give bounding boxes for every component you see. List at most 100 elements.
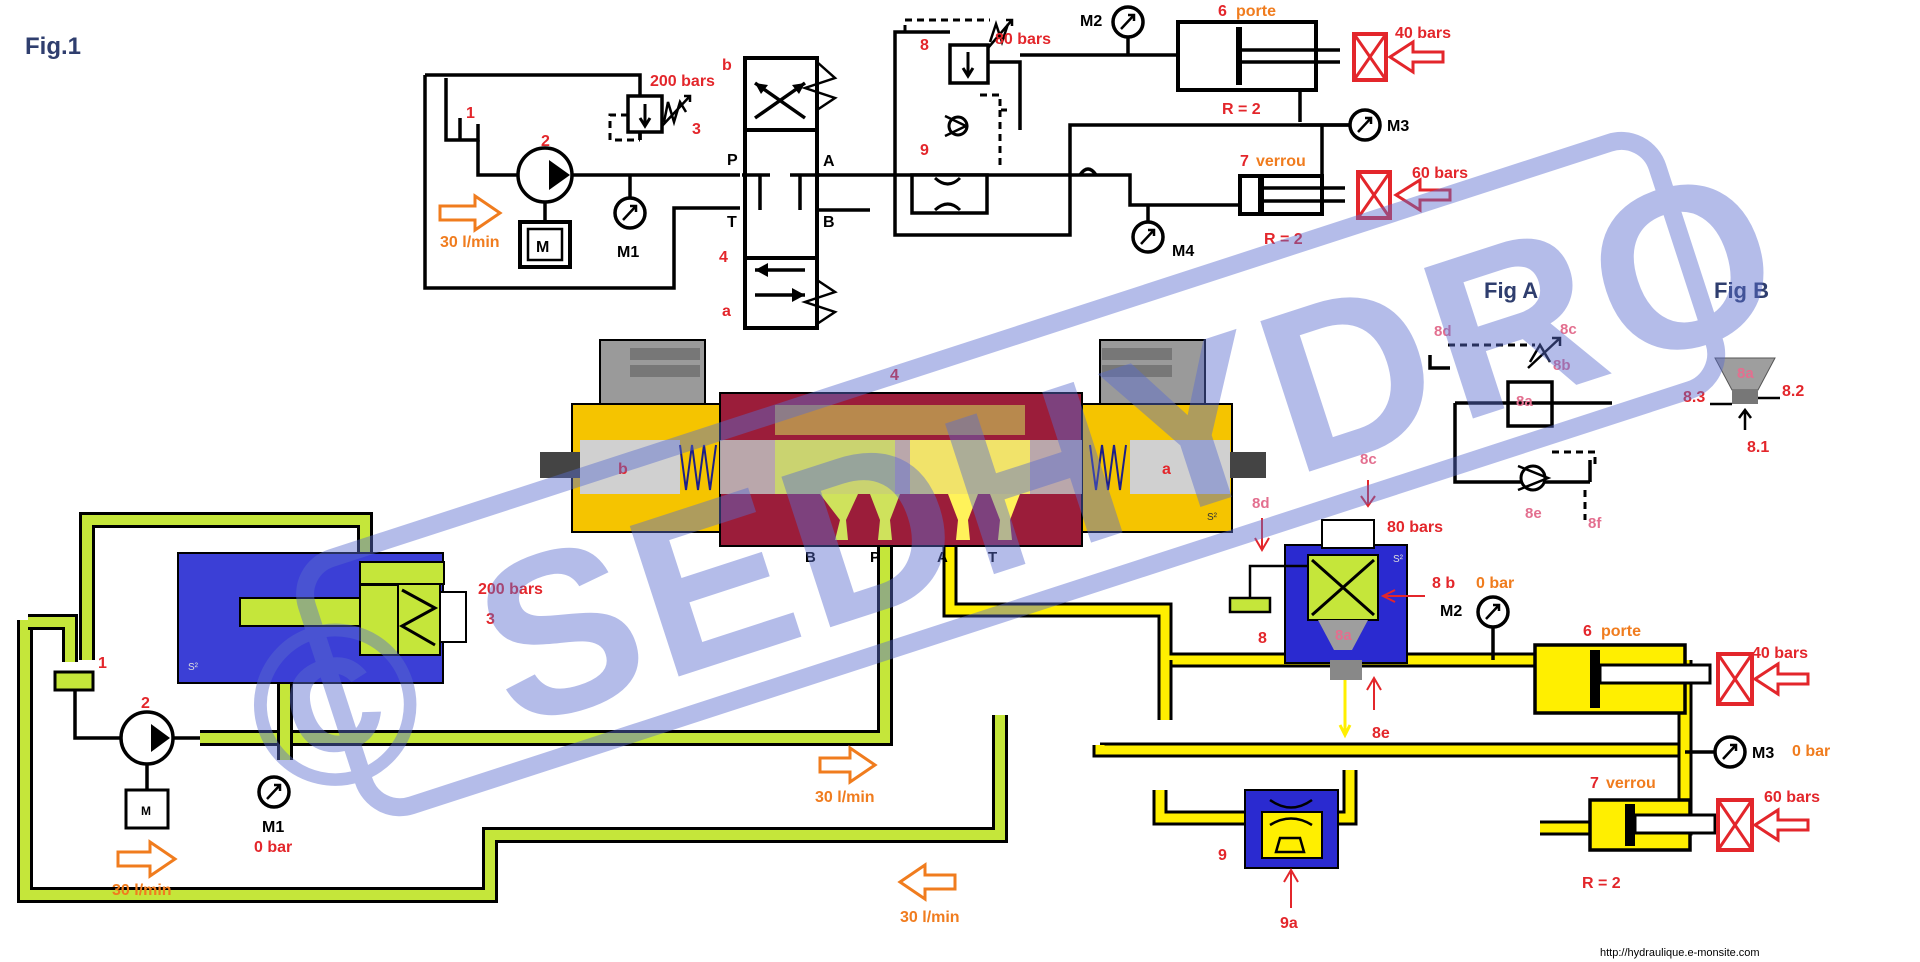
fig-b-8-3: 8.3 (1683, 389, 1705, 406)
relief-num-label: 3 (692, 121, 701, 138)
cut-gauge-m2-label: M2 (1440, 603, 1462, 620)
cut-cyl7-ratio: R = 2 (1582, 875, 1621, 892)
cut-8c-arrow (1360, 480, 1376, 508)
cut-cyl7-num: 7 (1590, 775, 1599, 792)
cut-9a: 9a (1280, 915, 1298, 932)
cut-relief-num: 3 (486, 611, 495, 628)
cyl6-load: 40 bars (1395, 25, 1451, 42)
cut-tank-num: 1 (98, 655, 107, 672)
cut-port-b: B (805, 549, 816, 566)
cut-8b: 8 b (1432, 575, 1455, 592)
cut-relief-pressure: 200 bars (478, 581, 543, 598)
cylinder-6-porte (1020, 20, 1445, 122)
flow-label-return: 30 l/min (900, 909, 960, 926)
cut-seq-pressure: 80 bars (1387, 519, 1443, 536)
cyl7-ratio: R = 2 (1264, 231, 1303, 248)
gauge-m1-label: M1 (617, 244, 639, 261)
gauge-m4 (1131, 205, 1165, 254)
fig-b-8-2: 8.2 (1782, 383, 1804, 400)
cut-gauge-m1 (257, 775, 291, 809)
cut-spring-mark-right: S² (1207, 512, 1218, 523)
cut-port-a: A (937, 549, 948, 566)
relief-valve-3 (608, 94, 692, 142)
cut-8a: 8a (1335, 627, 1352, 644)
cut-8b-arrow (1380, 589, 1425, 603)
cut-8e-arrow (1366, 676, 1382, 710)
pump-2-label: 2 (541, 133, 550, 150)
flow-label-left: 30 l/min (112, 882, 172, 899)
cylinder-7-verrou (1238, 125, 1452, 220)
cut-check-num: 9 (1218, 847, 1227, 864)
gauge-m3-label: M3 (1387, 118, 1409, 135)
relief-pressure-label: 200 bars (650, 73, 715, 90)
cut-gauge-m1-label: M1 (262, 819, 284, 836)
cut-cyl6-num: 6 (1583, 623, 1592, 640)
cut-gauge-m2 (1476, 595, 1510, 660)
cut-cyl7-load: 60 bars (1764, 789, 1820, 806)
cyl6-name: porte (1236, 3, 1276, 20)
pump-2-symbol (476, 140, 740, 269)
cut-cyl6-load: 40 bars (1752, 645, 1808, 662)
valve-4-side-b: b (722, 57, 732, 74)
fig-a-8d: 8d (1434, 323, 1452, 340)
cut-pump-num: 2 (141, 695, 150, 712)
cut-gauge-m3-label: M3 (1752, 745, 1774, 762)
flow-arrow-mid (818, 745, 878, 785)
fig-a-8c: 8c (1560, 321, 1577, 338)
cut-side-a: a (1162, 461, 1171, 478)
cut-cylinder-7 (1588, 798, 1810, 852)
cut-gauge-m3 (1685, 735, 1747, 769)
flow-label-mid: 30 l/min (815, 789, 875, 806)
flow-arrow-left (116, 839, 178, 879)
green-pipes (17, 505, 1008, 903)
cut-8c: 8c (1360, 451, 1377, 468)
check-valve-9 (910, 110, 1002, 215)
cut-8e: 8e (1372, 725, 1390, 742)
cut-port-t: T (988, 549, 997, 566)
motor-label: M (536, 239, 549, 256)
port-p-label: P (727, 152, 738, 169)
port-t-label: T (727, 214, 737, 231)
cut-m2-value: 0 bar (1476, 575, 1514, 592)
fig-a-8a: 8a (1516, 393, 1533, 410)
flow-arrow-return (897, 862, 957, 902)
cut-seq-num: 8 (1258, 630, 1267, 647)
cut-m1-value: 0 bar (254, 839, 292, 856)
directional-valve-4-cutaway (540, 339, 1266, 547)
fig-a-8f: 8f (1588, 515, 1602, 532)
cut-check-valve-9 (1244, 789, 1339, 908)
tank-1-label: 1 (466, 105, 475, 122)
cut-motor: M (141, 804, 151, 818)
directional-valve-4 (742, 56, 838, 330)
sequence-valve-8-cutaway (1228, 519, 1408, 739)
sequence-valve-8 (903, 18, 1022, 130)
gauge-m1 (613, 175, 647, 230)
top-schematic: 1 2 M 30 l/min 200 bars 3 (423, 3, 1468, 330)
source-url: http://hydraulique.e-monsite.com (1600, 947, 1760, 959)
relief-valve-3-cutaway (177, 552, 467, 684)
fig-a: Fig A 8d 8c 8b 8a 8e 8f (1428, 278, 1612, 532)
flow-label-top: 30 l/min (440, 234, 500, 251)
cut-seq-mark: S² (1393, 554, 1404, 565)
cut-relief-mark: S² (188, 662, 199, 673)
fig-a-8e: 8e (1525, 505, 1542, 522)
port-b-label: B (823, 214, 835, 231)
tank-1-symbol (444, 78, 480, 142)
check-valve-num: 9 (920, 142, 929, 159)
cut-m3-value: 0 bar (1792, 743, 1830, 760)
seq-valve-pressure: 80 bars (995, 31, 1051, 48)
cyl6-num: 6 (1218, 3, 1227, 20)
cut-tank-pump (53, 670, 200, 830)
fig-b-8-1: 8.1 (1747, 439, 1769, 456)
gauge-m4-label: M4 (1172, 243, 1194, 260)
cyl7-name: verrou (1256, 153, 1306, 170)
fig-b-title: Fig B (1714, 278, 1769, 303)
cut-port-p: P (870, 549, 880, 566)
cut-8d: 8d (1252, 495, 1270, 512)
cyl6-ratio: R = 2 (1222, 101, 1261, 118)
port-a-label: A (823, 153, 835, 170)
cut-cyl7-name: verrou (1606, 775, 1656, 792)
cut-cylinder-6 (1533, 643, 1810, 715)
gauge-m2 (1111, 5, 1145, 55)
seq-valve-num: 8 (920, 37, 929, 54)
